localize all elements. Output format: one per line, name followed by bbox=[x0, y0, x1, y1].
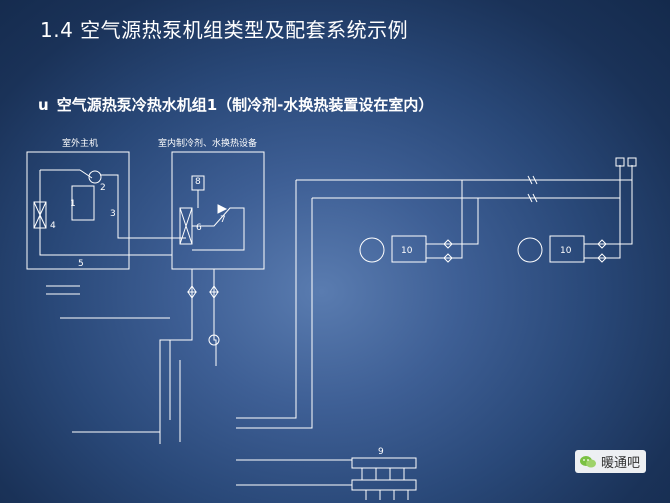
outdoor-coil bbox=[33, 201, 47, 229]
component-number-5: 5 bbox=[78, 259, 84, 269]
water-pump bbox=[208, 334, 220, 346]
bullet-marker: u bbox=[38, 96, 49, 114]
manifold-lower bbox=[351, 479, 417, 491]
indoor-unit-label: 室内制冷剂、水换热设备 bbox=[158, 137, 257, 149]
outdoor-refrigerant-loop bbox=[39, 169, 150, 256]
supply-riser bbox=[236, 179, 632, 419]
indoor-unit-box bbox=[171, 151, 265, 270]
component-number-10b: 10 bbox=[560, 246, 572, 256]
component-number-1: 1 bbox=[70, 199, 76, 209]
subtitle-text: 空气源热泵冷热水机组1（制冷剂-水换热装置设在室内） bbox=[56, 96, 434, 114]
component-number-7: 7 bbox=[220, 215, 226, 225]
manifold-upper bbox=[351, 457, 417, 469]
component-number-3: 3 bbox=[110, 209, 116, 219]
water-pipe-down-2 bbox=[213, 269, 217, 366]
component-number-2: 2 bbox=[100, 183, 106, 193]
water-pipe-down-1 bbox=[159, 269, 193, 444]
watermark-text: 暖通吧 bbox=[600, 456, 640, 471]
fan-coil-2-fan bbox=[517, 237, 543, 263]
wechat-icon bbox=[579, 455, 596, 467]
component-number-9: 9 bbox=[378, 447, 384, 457]
fan-coil-1-fan bbox=[359, 237, 385, 263]
return-riser bbox=[236, 197, 620, 429]
compressor-symbol bbox=[88, 170, 102, 184]
watermark: 暖通吧 bbox=[574, 450, 646, 473]
fan-coil-2-box bbox=[549, 235, 585, 263]
outdoor-unit-label: 室外主机 bbox=[62, 137, 98, 149]
component-number-10a: 10 bbox=[401, 246, 413, 256]
check-valve bbox=[217, 204, 228, 214]
four-way-valve bbox=[71, 185, 95, 221]
slide-title: 1.4 空气源热泵机组类型及配套系统示例 bbox=[40, 18, 409, 42]
component-number-8: 8 bbox=[195, 177, 201, 187]
fan-coil-1-box bbox=[391, 235, 427, 263]
component-number-4: 4 bbox=[50, 221, 56, 231]
outdoor-unit-box bbox=[26, 151, 130, 270]
component-number-6: 6 bbox=[196, 223, 202, 233]
slide-subtitle: u 空气源热泵冷热水机组1（制冷剂-水换热装置设在室内） bbox=[38, 94, 433, 115]
